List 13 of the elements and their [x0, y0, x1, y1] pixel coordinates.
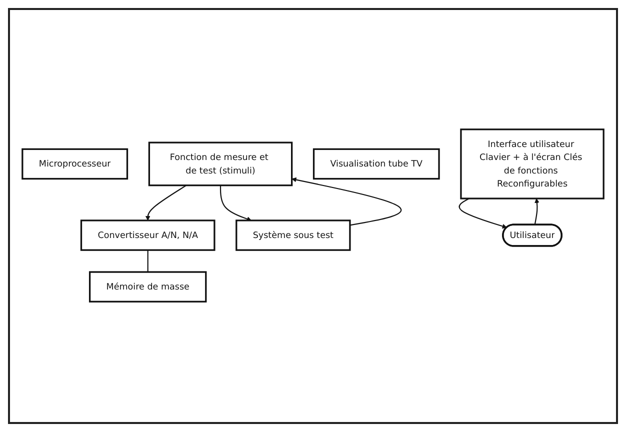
node-box: Convertisseur A/N, N/A: [80, 220, 216, 252]
arrow: [534, 198, 540, 226]
node-box: Visualisation tube TV: [312, 148, 440, 180]
node-box: Fonction de mesure et de test (stimuli): [148, 142, 293, 187]
arrow: [458, 198, 507, 230]
arrow: [292, 178, 402, 226]
arrow: [220, 186, 252, 222]
arrow: [145, 185, 187, 222]
node-box: Microprocesseur: [22, 148, 128, 180]
connector: [147, 250, 148, 272]
node-box: Mémoire de masse: [88, 272, 207, 303]
node-box: Système sous test: [236, 220, 351, 252]
node-box: Interface utilisateur Clavier + à l'écran Clés de fonctions Reconfigurables: [460, 129, 604, 200]
